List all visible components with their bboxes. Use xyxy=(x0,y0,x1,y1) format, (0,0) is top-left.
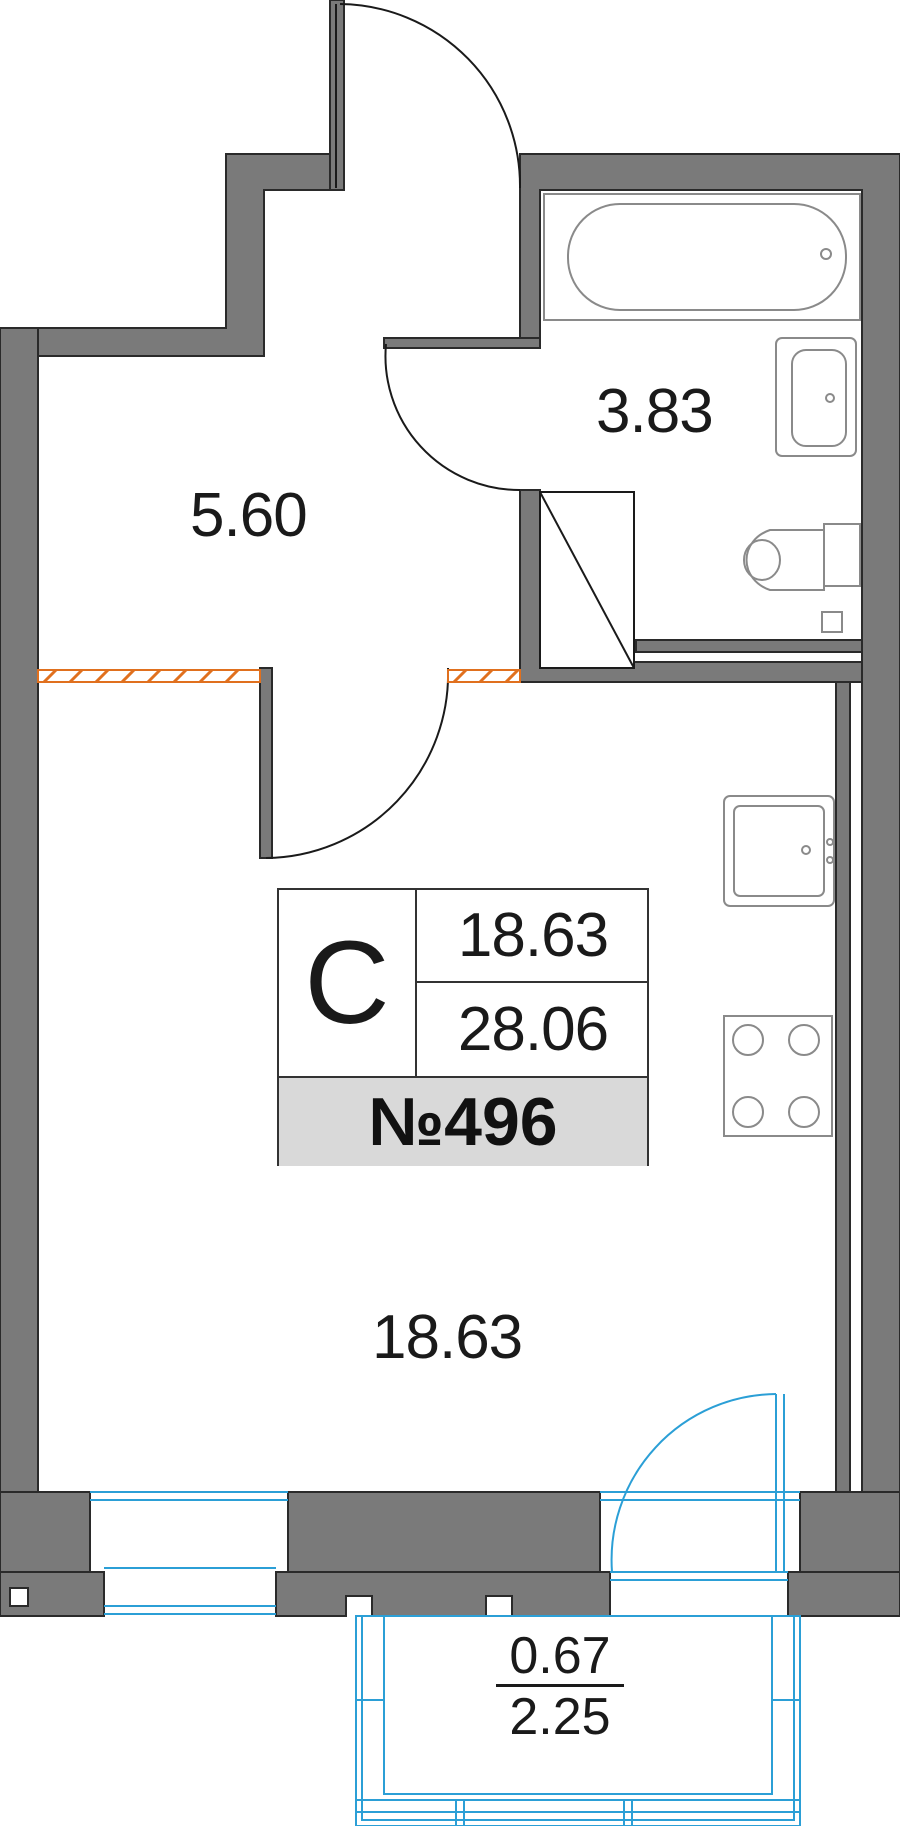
bathtub xyxy=(543,193,861,321)
wall-hall-partition xyxy=(259,667,273,859)
toilet xyxy=(743,523,861,633)
room-door xyxy=(265,667,450,859)
hatched-partition xyxy=(37,668,521,684)
wall-bottom-right-b xyxy=(787,1571,900,1617)
wall-bottom-right xyxy=(799,1491,900,1573)
wall-bottom-center xyxy=(287,1491,601,1573)
balcony-area-reduced: 0.67 xyxy=(496,1630,624,1687)
wall-left-top xyxy=(0,153,335,357)
wall-bottom-center-b xyxy=(275,1571,611,1617)
living-area-label: 18.63 xyxy=(372,1303,523,1372)
bathroom-door xyxy=(384,343,521,492)
badge-total-area: 28.06 xyxy=(457,995,609,1064)
wall-bath-inner xyxy=(635,639,863,653)
wall-bottom-left xyxy=(0,1491,91,1573)
kitchen-sink xyxy=(723,795,835,907)
entry-door xyxy=(335,3,522,189)
apartment-badge: С 18.63 28.06 №496 xyxy=(277,888,649,1166)
balcony-area-total: 2.25 xyxy=(509,1688,611,1746)
wall-kitchen-inner xyxy=(835,681,851,1497)
badge-living-area: 18.63 xyxy=(417,890,649,983)
sink-bathroom xyxy=(775,337,857,457)
hall-area-label: 5.60 xyxy=(190,481,308,550)
walls xyxy=(0,0,900,1617)
wall-left xyxy=(0,327,39,1497)
stove xyxy=(723,1015,833,1137)
window-left xyxy=(90,1491,288,1615)
shaft xyxy=(539,491,635,669)
apartment-type-letter: С xyxy=(279,890,417,1076)
window-right xyxy=(600,1491,800,1501)
vent-square xyxy=(9,1587,29,1607)
apartment-number: №496 xyxy=(279,1076,647,1166)
balcony-area-label: 0.67 2.25 xyxy=(470,1630,650,1743)
balcony xyxy=(355,1615,801,1826)
balcony-door xyxy=(610,1393,788,1581)
bathroom-area-label: 3.83 xyxy=(596,377,714,446)
wall-bath-door-stub xyxy=(383,337,541,349)
